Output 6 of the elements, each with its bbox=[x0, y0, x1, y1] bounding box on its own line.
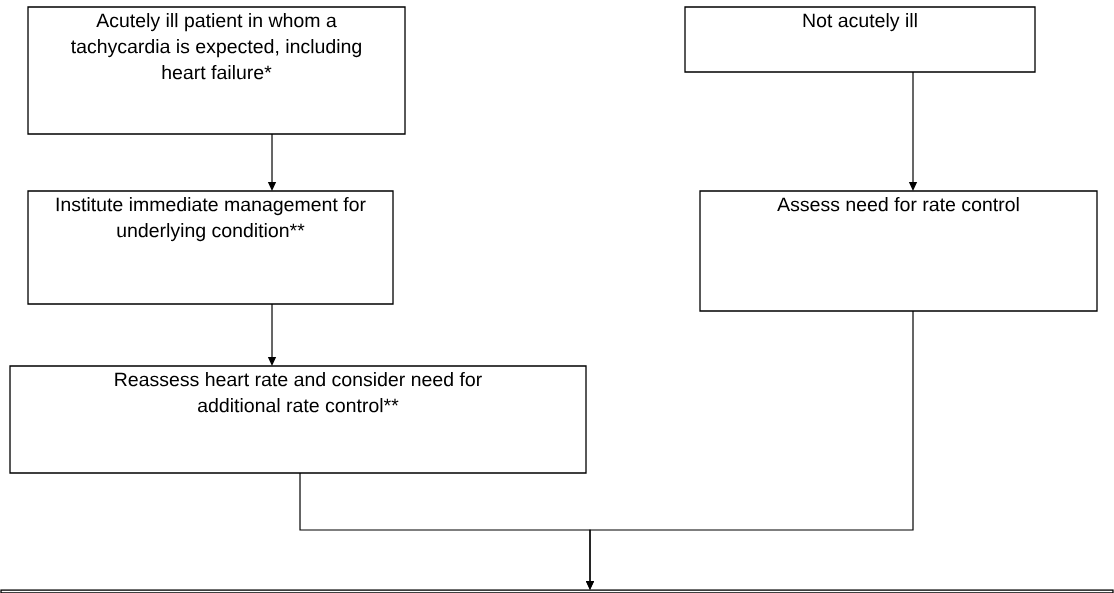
box bbox=[0, 589, 1114, 593]
process-box: Reassess heart rate and consider need for additional rate control** bbox=[9, 365, 587, 474]
process-box: Institute immediate management for underlying condition** bbox=[27, 190, 394, 305]
process-box: Not acutely ill bbox=[684, 6, 1036, 73]
process-box: Acutely ill patient in whom a tachycardia is expected, including heart failure* bbox=[27, 6, 406, 135]
process-box: Assess need for rate control bbox=[699, 190, 1098, 312]
